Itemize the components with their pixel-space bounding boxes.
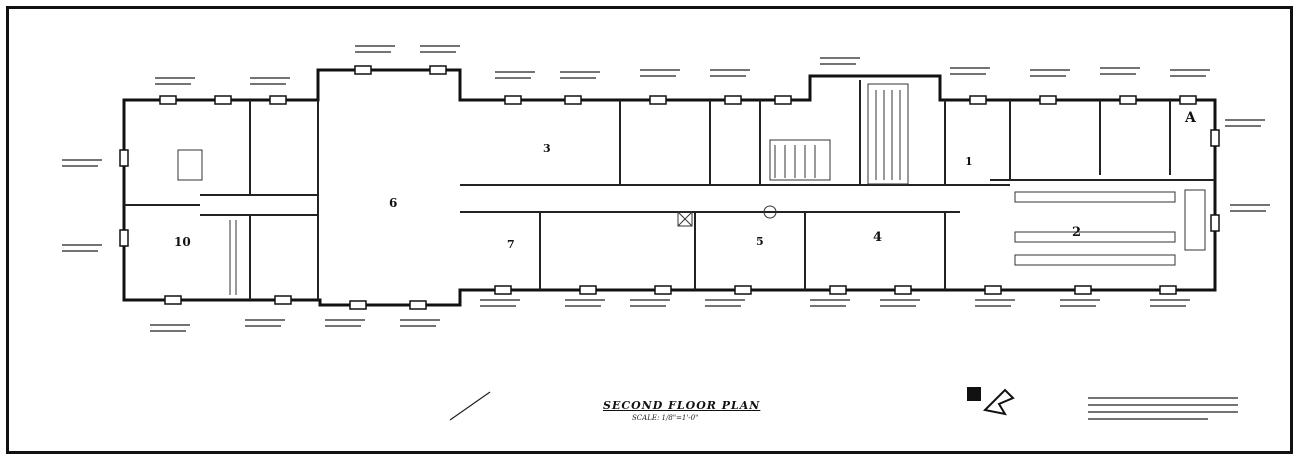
room-number: 10 [174, 235, 191, 249]
room-number: 4 [873, 230, 883, 245]
fixtures [177, 149, 1206, 266]
exterior-walls [122, 68, 1217, 307]
annotation-marks [62, 45, 1270, 421]
interior-walls [124, 80, 1215, 300]
room-number: 1 [965, 155, 973, 168]
stair-hatching [229, 83, 909, 295]
room-number: 5 [756, 235, 764, 248]
room-number: 2 [1072, 225, 1082, 240]
room-number: 6 [389, 196, 398, 210]
drawing-sheet [6, 6, 1293, 454]
room-number: 7 [507, 238, 515, 251]
room-number: 3 [543, 142, 551, 155]
room-number: A [1185, 110, 1196, 126]
windows [119, 65, 1220, 310]
north-arrow-icon [967, 387, 1015, 416]
drawing-title: SECOND FLOOR PLAN [603, 399, 761, 412]
drawing-scale: SCALE: 1/8"=1'-0" [632, 414, 699, 422]
